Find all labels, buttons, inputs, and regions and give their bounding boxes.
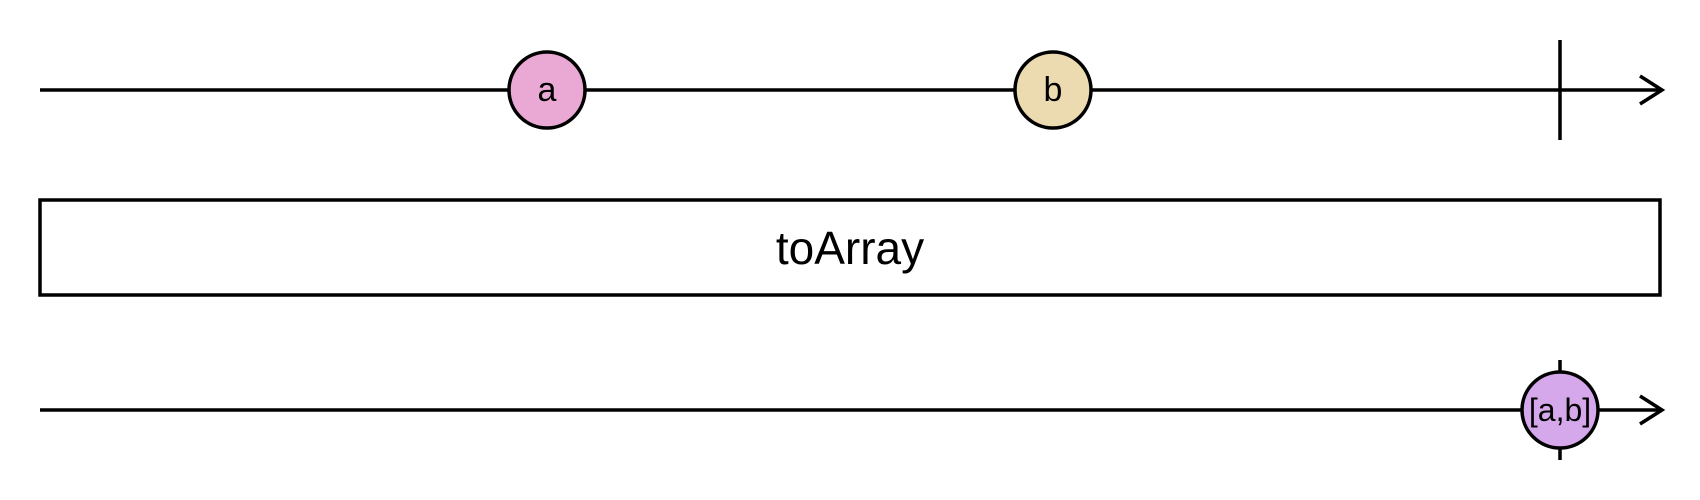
operator-label: toArray — [776, 222, 924, 274]
source-arrow-head — [1639, 74, 1666, 106]
operator-box: toArray — [38, 198, 1662, 297]
output-arrow-head — [1639, 394, 1666, 426]
source-marble-a-label: a — [538, 71, 557, 109]
operator-box-rect — [38, 198, 1662, 297]
output-marble-array-circle — [1520, 370, 1600, 450]
output-marble-array: [a,b] — [1520, 370, 1600, 450]
output-marble-array-label: [a,b] — [1529, 392, 1591, 428]
source-timeline: a b — [40, 40, 1666, 140]
source-marble-b-circle — [1013, 50, 1093, 130]
source-marble-b-label: b — [1044, 71, 1063, 109]
source-marble-a-circle — [507, 50, 587, 130]
source-marble-a: a — [507, 50, 587, 130]
source-marble-b: b — [1013, 50, 1093, 130]
output-timeline: [a,b] — [40, 360, 1666, 460]
